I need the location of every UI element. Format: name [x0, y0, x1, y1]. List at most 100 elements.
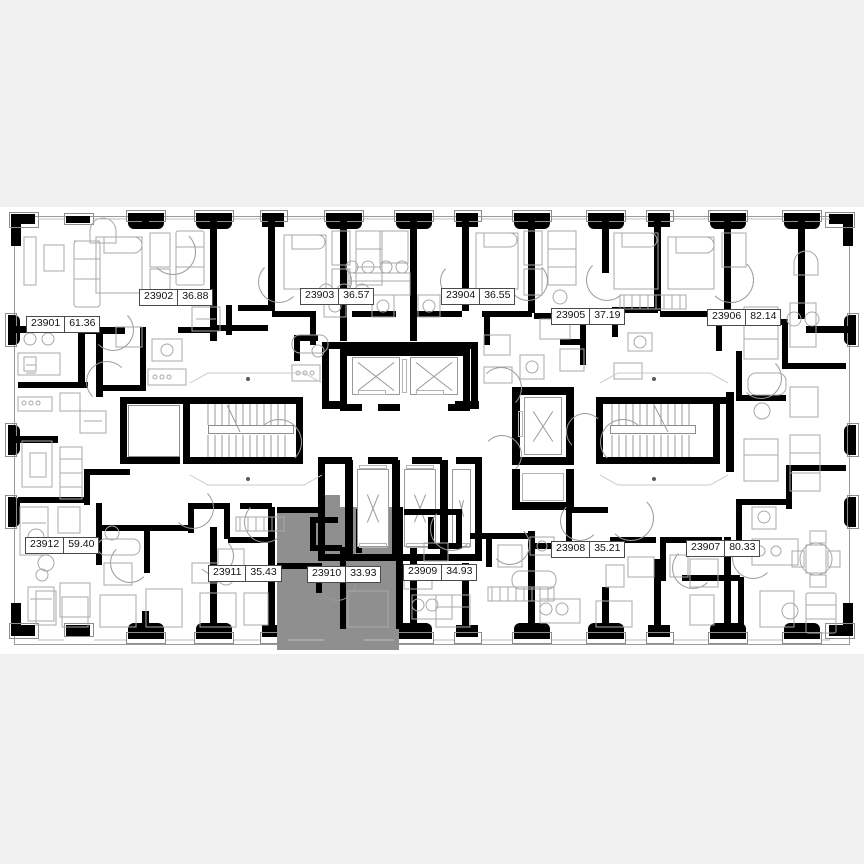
wall-unit-16 [416, 311, 462, 317]
core-south-wall-top-m2 [412, 457, 442, 464]
apt-23910-wall-bath-1 [310, 517, 316, 551]
core-north-wall-left [340, 349, 347, 411]
apartment-label-23901[interactable]: 23901 61.36 [26, 316, 101, 333]
apt-23910-wall-right [396, 507, 403, 629]
column-corner-sw-leg [11, 603, 21, 636]
service-elev-wall-left [512, 387, 520, 465]
apartment-area: 36.88 [182, 290, 209, 302]
wall-unit-28 [788, 363, 846, 369]
stair-left-wall-bottom [183, 457, 303, 464]
wall-unit-24 [660, 311, 720, 317]
wall-s2-up [142, 611, 149, 627]
apartment-id: 23903 [301, 289, 340, 304]
apartment-label-23902[interactable]: 23902 36.88 [139, 289, 214, 306]
wall-unit-12 [310, 311, 316, 345]
elevator-north-divider [402, 359, 407, 393]
wall-n9-down [602, 213, 609, 273]
service-elev-wall-bottom [512, 457, 574, 465]
wall-unit-58 [790, 465, 846, 471]
wall-unit-37 [150, 525, 194, 531]
column-s10-outline [646, 632, 674, 644]
apartment-id: 23905 [552, 309, 591, 324]
column-s8-outline [512, 632, 552, 644]
wall-unit-10 [238, 305, 270, 311]
stair-right-lobby-right [726, 392, 734, 472]
door-arc-20 [608, 495, 654, 541]
apartment-label-23907[interactable]: 23907 80.33 [686, 540, 761, 557]
column-s7 [456, 625, 478, 637]
core-north-wall-bottom-m [378, 404, 400, 411]
column-w3-outline [5, 495, 17, 529]
wall-unit-27 [782, 319, 788, 369]
wall-unit-31 [18, 497, 90, 503]
wall-unit-34 [96, 503, 102, 565]
apartment-id: 23904 [442, 289, 481, 304]
wall-unit-55 [736, 499, 742, 549]
door-arc-17 [430, 507, 474, 551]
apartment-area: 61.36 [69, 317, 96, 329]
wall-unit-36 [144, 525, 150, 573]
apartment-label-23909[interactable]: 23909 34.93 [403, 564, 478, 581]
apartment-area: 34.93 [446, 565, 473, 577]
wall-unit-9 [226, 305, 232, 335]
elevator-south-1-door [359, 543, 387, 548]
apartment-label-23910[interactable]: 23910 33.93 [307, 566, 382, 583]
door-arc-25 [732, 537, 774, 579]
door-arc-19 [560, 501, 600, 541]
wall-unit-14 [294, 335, 300, 361]
wall-n12-down [798, 213, 805, 319]
wall-unit-48 [486, 533, 492, 567]
wall-unit-25 [716, 311, 722, 351]
column-s8 [514, 623, 550, 639]
wall-unit-53 [660, 537, 666, 581]
wall-unit-11 [272, 311, 314, 317]
wall-unit-43 [404, 509, 460, 515]
apartment-label-23906[interactable]: 23906 82.14 [707, 309, 782, 326]
apartment-label-23904[interactable]: 23904 36.55 [441, 288, 516, 305]
door-arc-15 [244, 501, 286, 543]
core-south-pier-2 [392, 460, 400, 558]
column-sw-outline [9, 623, 39, 639]
apartment-label-23905[interactable]: 23905 37.19 [551, 308, 626, 325]
stair-left-lobby-inner [128, 405, 180, 457]
service-lobby-left [512, 469, 520, 509]
column-ne-outline [825, 212, 855, 228]
core-north-wall-bottom-l [340, 404, 362, 411]
door-arc-10 [600, 419, 646, 465]
column-s1-outline [64, 623, 94, 637]
apartment-area: 35.21 [594, 542, 621, 554]
elevator-south-1-head [359, 465, 387, 469]
elevator-south-2 [404, 469, 436, 547]
stair-left-wall-left [183, 397, 190, 464]
wall-w2-right [8, 436, 58, 443]
core-north-wall-top [340, 349, 470, 356]
core-south-wall-top-l [318, 457, 352, 464]
wall-unit-29 [736, 351, 742, 401]
column-s12-outline [782, 632, 822, 644]
apartment-area: 82.14 [750, 310, 777, 322]
wall-unit-35 [100, 525, 146, 531]
wall-unit-33 [88, 469, 130, 475]
column-s6-outline [394, 632, 434, 644]
wall-unit-56 [742, 499, 790, 505]
apartment-label-23912[interactable]: 23912 59.40 [25, 537, 100, 554]
slab-edge-top [14, 216, 850, 217]
apartment-23910-fill-d [320, 495, 340, 521]
apartment-label-23911[interactable]: 23911 35.43 [208, 565, 282, 582]
column-s6 [396, 623, 432, 639]
wall-unit-4 [18, 382, 88, 388]
apartment-area: 33.93 [350, 567, 377, 579]
stair-right-wall-right [713, 397, 720, 464]
apartment-label-23908[interactable]: 23908 35.21 [551, 541, 626, 558]
door-arc-11 [480, 367, 522, 409]
apartment-label-23903[interactable]: 23903 36.57 [300, 288, 375, 305]
column-s3-outline [194, 632, 234, 644]
wall-unit-40 [224, 503, 230, 539]
wall-n3-down [210, 213, 217, 341]
column-corner-sw [11, 625, 35, 636]
core-north-lobby-right [471, 342, 478, 408]
wall-unit-22 [612, 307, 658, 313]
wall-unit-32 [84, 469, 90, 505]
column-s11-outline [708, 632, 748, 644]
